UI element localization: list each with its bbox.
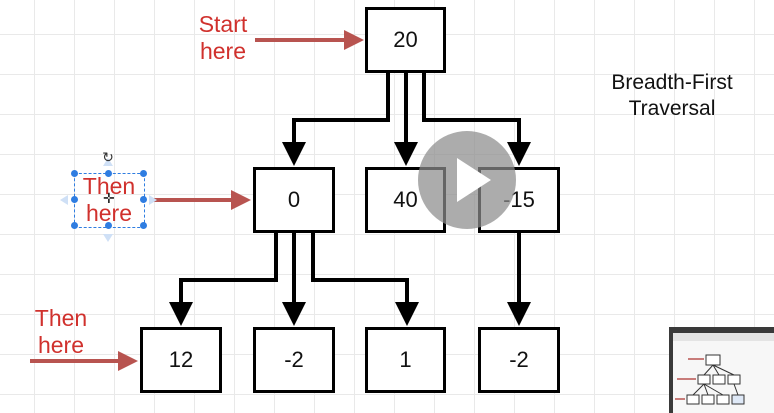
resize-handle-right[interactable] bbox=[140, 196, 147, 203]
then-here-label-level2[interactable]: Then here bbox=[26, 305, 96, 359]
diagram-title-line2: Traversal bbox=[628, 97, 716, 120]
start-here-line2: here bbox=[199, 38, 247, 64]
edge-root-to-0 bbox=[282, 72, 390, 166]
edge-0-to-1 bbox=[311, 233, 419, 326]
then-here-line2: here bbox=[85, 200, 133, 226]
hover-arrow-right-icon[interactable] bbox=[149, 195, 157, 205]
node-level2-b[interactable]: -2 bbox=[253, 327, 335, 393]
resize-handle-top-right[interactable] bbox=[140, 170, 147, 177]
start-here-label[interactable]: Start here bbox=[188, 11, 258, 65]
resize-handle-top[interactable] bbox=[105, 170, 112, 177]
play-icon bbox=[457, 158, 491, 202]
resize-handle-bottom[interactable] bbox=[105, 222, 112, 229]
play-button[interactable] bbox=[418, 131, 516, 229]
resize-handle-top-left[interactable] bbox=[71, 170, 78, 177]
hover-arrow-down-icon[interactable] bbox=[103, 234, 113, 242]
rotate-icon[interactable]: ↻ bbox=[102, 149, 114, 165]
resize-handle-bottom-right[interactable] bbox=[140, 222, 147, 229]
then-here-line1: Then bbox=[34, 305, 88, 331]
preview-thumbnail[interactable] bbox=[669, 327, 774, 413]
thumbnail-miniature-diagram bbox=[673, 333, 774, 405]
edge-root-to-minus15 bbox=[422, 72, 531, 166]
hover-arrow-left-icon[interactable] bbox=[60, 195, 68, 205]
then-here-line2: here bbox=[37, 332, 85, 358]
node-level2-d[interactable]: -2 bbox=[478, 327, 560, 393]
then-here-label-level1[interactable]: Then here bbox=[74, 173, 144, 227]
node-level2-a[interactable]: 12 bbox=[140, 327, 222, 393]
diagram-title: Breadth-First Traversal bbox=[594, 70, 750, 122]
then-here-line1: Then bbox=[82, 173, 136, 199]
move-icon: ✛ bbox=[103, 190, 115, 206]
resize-handle-left[interactable] bbox=[71, 196, 78, 203]
hover-arrow-up-icon[interactable] bbox=[103, 158, 113, 166]
resize-handle-bottom-left[interactable] bbox=[71, 222, 78, 229]
thumbnail-screen bbox=[673, 333, 774, 413]
node-level2-c[interactable]: 1 bbox=[365, 327, 446, 393]
node-root[interactable]: 20 bbox=[365, 7, 446, 73]
edge-0-to-12 bbox=[169, 233, 278, 326]
diagram-title-line1: Breadth-First bbox=[611, 71, 733, 94]
node-level1-left[interactable]: 0 bbox=[253, 167, 335, 233]
start-here-line1: Start bbox=[198, 11, 248, 37]
